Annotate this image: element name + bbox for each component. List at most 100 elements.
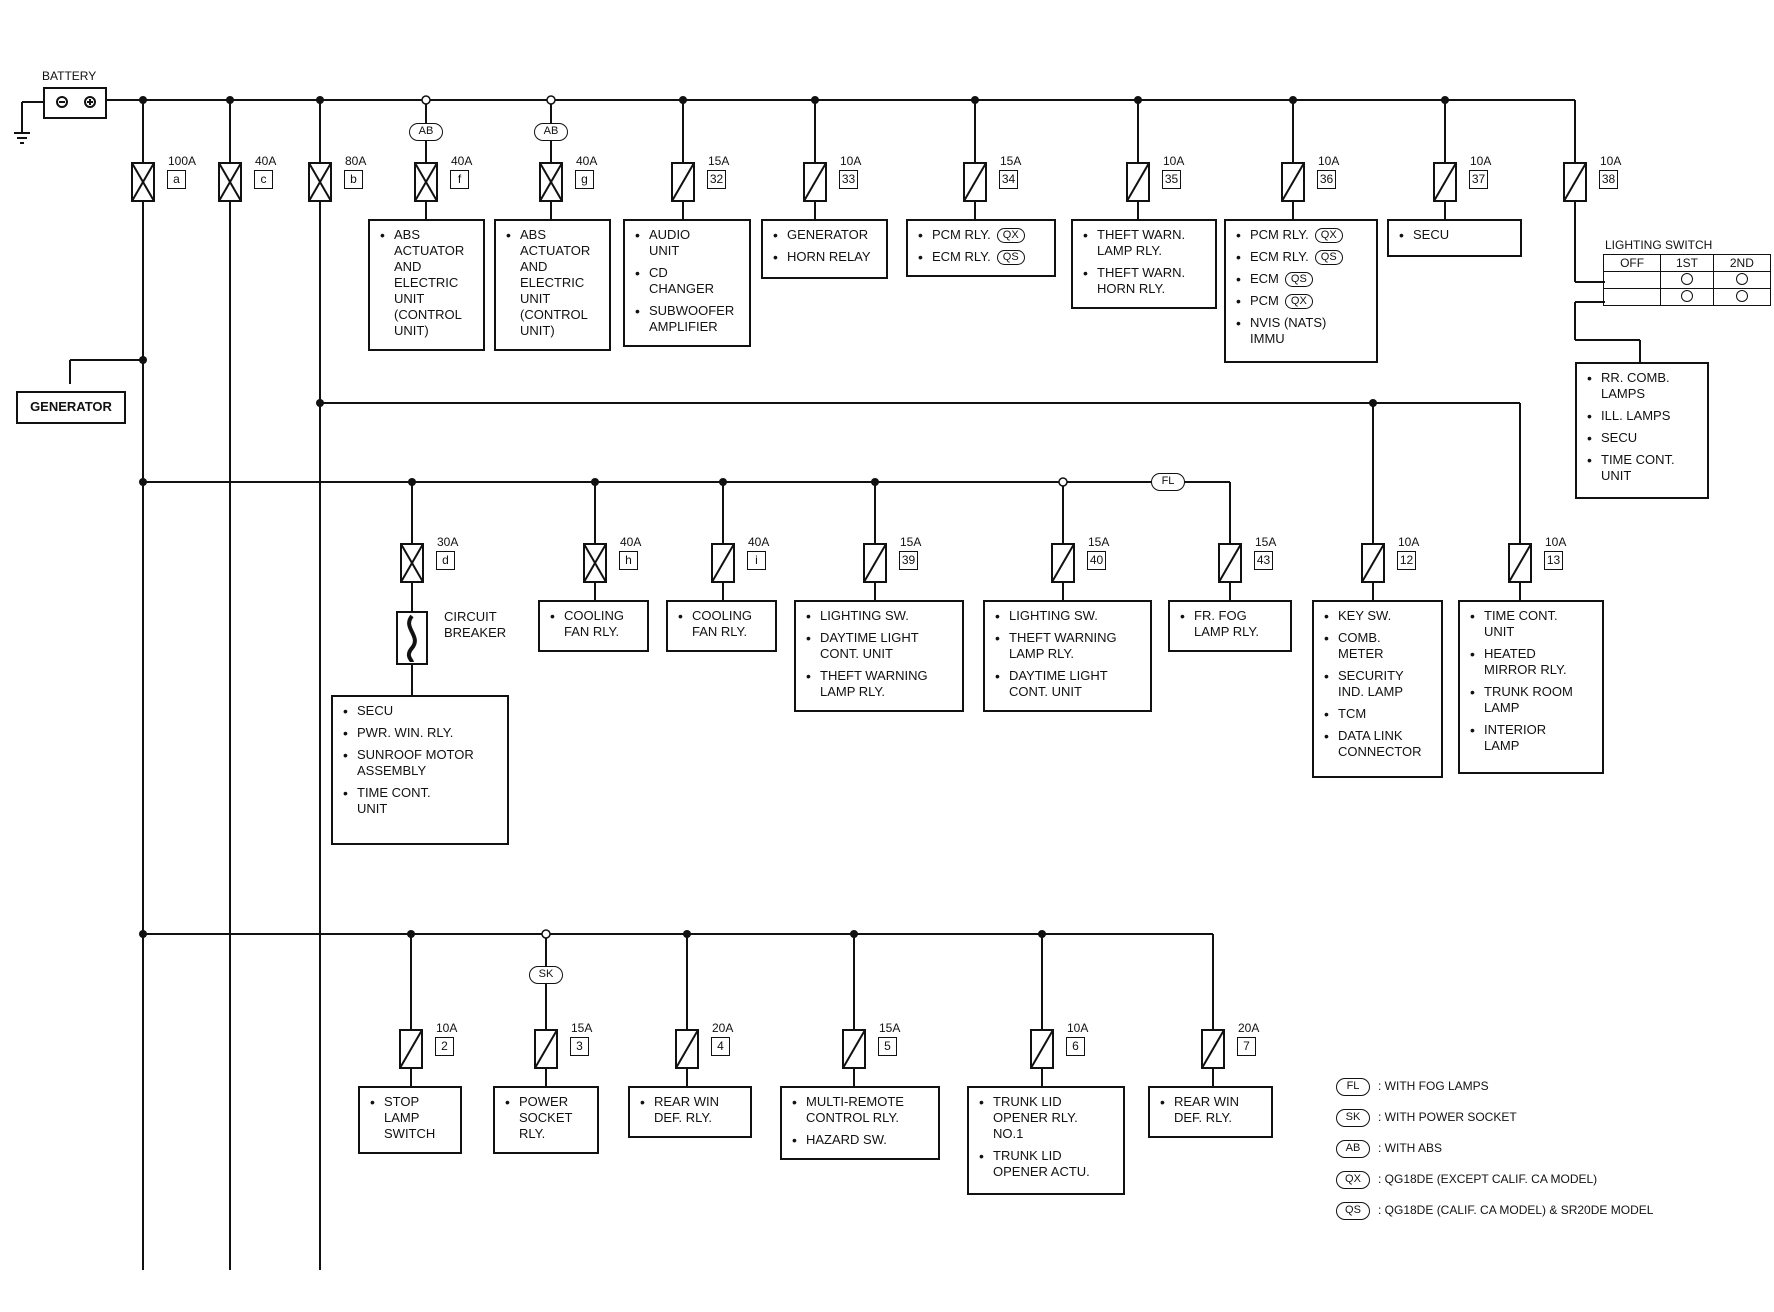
fuse-amperage: 10A	[1470, 154, 1492, 168]
component-item: TRUNK LID OPENER ACTU.	[977, 1148, 1117, 1180]
legend-text: : QG18DE (CALIF. CA MODEL) & SR20DE MODE…	[1378, 1203, 1654, 1218]
fuse-number: 4	[711, 1037, 730, 1056]
legend-row: SK: WITH POWER SOCKET	[1336, 1109, 1517, 1127]
option-code-oval: AB	[409, 123, 443, 141]
component-label: TIME CONT. UNIT	[1601, 452, 1675, 483]
component-item: KEY SW.	[1322, 608, 1435, 624]
fuse-amperage: 10A	[436, 1021, 458, 1035]
fuse-amperage: 20A	[712, 1021, 734, 1035]
fuse-amperage: 10A	[1163, 154, 1185, 168]
component-label: THEFT WARNING LAMP RLY.	[1009, 630, 1117, 661]
component-label: TCM	[1338, 706, 1367, 721]
component-item: NVIS (NATS) IMMU	[1234, 315, 1370, 347]
legend-text: : WITH ABS	[1378, 1141, 1443, 1156]
component-label: LIGHTING SW.	[1009, 608, 1098, 623]
component-label: DATA LINK CONNECTOR	[1338, 728, 1422, 759]
component-item: DAYTIME LIGHT CONT. UNIT	[804, 630, 956, 662]
component-item: COOLING FAN RLY.	[548, 608, 641, 640]
generator-label: GENERATOR	[30, 399, 112, 414]
fuse-amperage: 80A	[345, 154, 367, 168]
fuse-number: 2	[435, 1037, 454, 1056]
component-item: PCM RLY.QX	[916, 227, 1048, 243]
fuse-number: 39	[899, 551, 918, 570]
fuse-amperage: 40A	[255, 154, 277, 168]
option-code-tag: QX	[1314, 228, 1343, 243]
component-item: HORN RELAY	[771, 249, 880, 265]
component-item: AUDIO UNIT	[633, 227, 743, 259]
component-box: COOLING FAN RLY.	[538, 600, 649, 652]
component-label: CD CHANGER	[649, 265, 715, 296]
legend-code: QX	[1336, 1171, 1370, 1189]
component-box: AUDIO UNIT CD CHANGER SUBWOOFER AMPLIFIER	[623, 219, 751, 347]
fuse-number: 43	[1254, 551, 1273, 570]
component-item: INTERIOR LAMP	[1468, 722, 1596, 754]
component-item: CD CHANGER	[633, 265, 743, 297]
generator-box: GENERATOR	[16, 391, 126, 424]
fuse-number: 6	[1066, 1037, 1085, 1056]
fuse-number: 5	[878, 1037, 897, 1056]
component-label: HAZARD SW.	[806, 1132, 887, 1147]
component-box: THEFT WARN. LAMP RLY.THEFT WARN. HORN RL…	[1071, 219, 1217, 309]
component-label: TIME CONT. UNIT	[357, 785, 431, 816]
component-label: COOLING FAN RLY.	[564, 608, 624, 639]
fuse-amperage: 10A	[1398, 535, 1420, 549]
legend-code: SK	[1336, 1109, 1370, 1127]
component-box: KEY SW.COMB. METERSECURITY IND. LAMPTCMD…	[1312, 600, 1443, 778]
component-label: STOP LAMP SWITCH	[384, 1094, 436, 1141]
fuse-number: h	[619, 551, 638, 570]
component-label: THEFT WARN. LAMP RLY.	[1097, 227, 1186, 258]
component-item: THEFT WARN. LAMP RLY.	[1081, 227, 1209, 259]
component-item: HAZARD SW.	[790, 1132, 932, 1148]
component-box: GENERATORHORN RELAY	[761, 219, 888, 279]
component-item: DAYTIME LIGHT CONT. UNIT	[993, 668, 1144, 700]
component-box: REAR WIN DEF. RLY.	[628, 1086, 752, 1138]
component-label: PCM RLY.	[932, 227, 991, 242]
fuse-amperage: 20A	[1238, 1021, 1260, 1035]
fuse-number: 12	[1397, 551, 1416, 570]
component-item: TIME CONT. UNIT	[1585, 452, 1701, 484]
component-item: TRUNK ROOM LAMP	[1468, 684, 1596, 716]
component-label: PWR. WIN. RLY.	[357, 725, 454, 740]
component-label: ECM RLY.	[1250, 249, 1309, 264]
component-label: LIGHTING SW.	[820, 608, 909, 623]
fuse-amperage: 15A	[1255, 535, 1277, 549]
component-item: ECM RLY. QS	[1234, 249, 1370, 265]
component-item: DATA LINK CONNECTOR	[1322, 728, 1435, 760]
component-box: SECU	[1387, 219, 1522, 257]
component-item: REAR WIN DEF. RLY.	[1158, 1094, 1265, 1126]
legend-row: QX: QG18DE (EXCEPT CALIF. CA MODEL)	[1336, 1171, 1597, 1189]
option-code-tag: QS	[1314, 250, 1343, 265]
component-item: THEFT WARNING LAMP RLY.	[993, 630, 1144, 662]
component-label: TRUNK LID OPENER RLY. NO.1	[993, 1094, 1078, 1141]
fuse-number: 36	[1317, 170, 1336, 189]
option-code-oval: SK	[529, 966, 563, 984]
component-item: SECU	[1397, 227, 1514, 243]
circuit-breaker-symbol	[396, 611, 428, 665]
component-item: HEATED MIRROR RLY.	[1468, 646, 1596, 678]
component-label: ABS ACTUATOR AND ELECTRIC UNIT (CONTROL …	[520, 227, 591, 338]
component-item: MULTI-REMOTE CONTROL RLY.	[790, 1094, 932, 1126]
option-code-tag: QX	[1284, 294, 1313, 309]
component-item: LIGHTING SW.	[804, 608, 956, 624]
component-item: SUNROOF MOTOR ASSEMBLY	[341, 747, 501, 779]
component-item: PCM RLY. QX	[1234, 227, 1370, 243]
fuse-amperage: 10A	[1545, 535, 1567, 549]
component-label: ECM RLY.	[932, 249, 991, 264]
legend-code: AB	[1336, 1140, 1370, 1158]
component-item: SECU	[341, 703, 501, 719]
component-label: RR. COMB. LAMPS	[1601, 370, 1670, 401]
component-item: SUBWOOFER AMPLIFIER	[633, 303, 743, 335]
component-item: ABS ACTUATOR AND ELECTRIC UNIT (CONTROL …	[378, 227, 477, 339]
fuse-number: 37	[1469, 170, 1488, 189]
component-label: PCM RLY.	[1250, 227, 1309, 242]
lighting-switch-table: OFF 1ST 2ND	[1602, 254, 1772, 306]
component-item: LIGHTING SW.	[993, 608, 1144, 624]
fuse-amperage: 40A	[620, 535, 642, 549]
component-box: LIGHTING SW.DAYTIME LIGHT CONT. UNITTHEF…	[794, 600, 964, 712]
component-item: TCM	[1322, 706, 1435, 722]
component-item: FR. FOG LAMP RLY.	[1178, 608, 1284, 640]
component-label: ECM	[1250, 271, 1279, 286]
component-item: SECU	[1585, 430, 1701, 446]
fuse-amperage: 15A	[1088, 535, 1110, 549]
